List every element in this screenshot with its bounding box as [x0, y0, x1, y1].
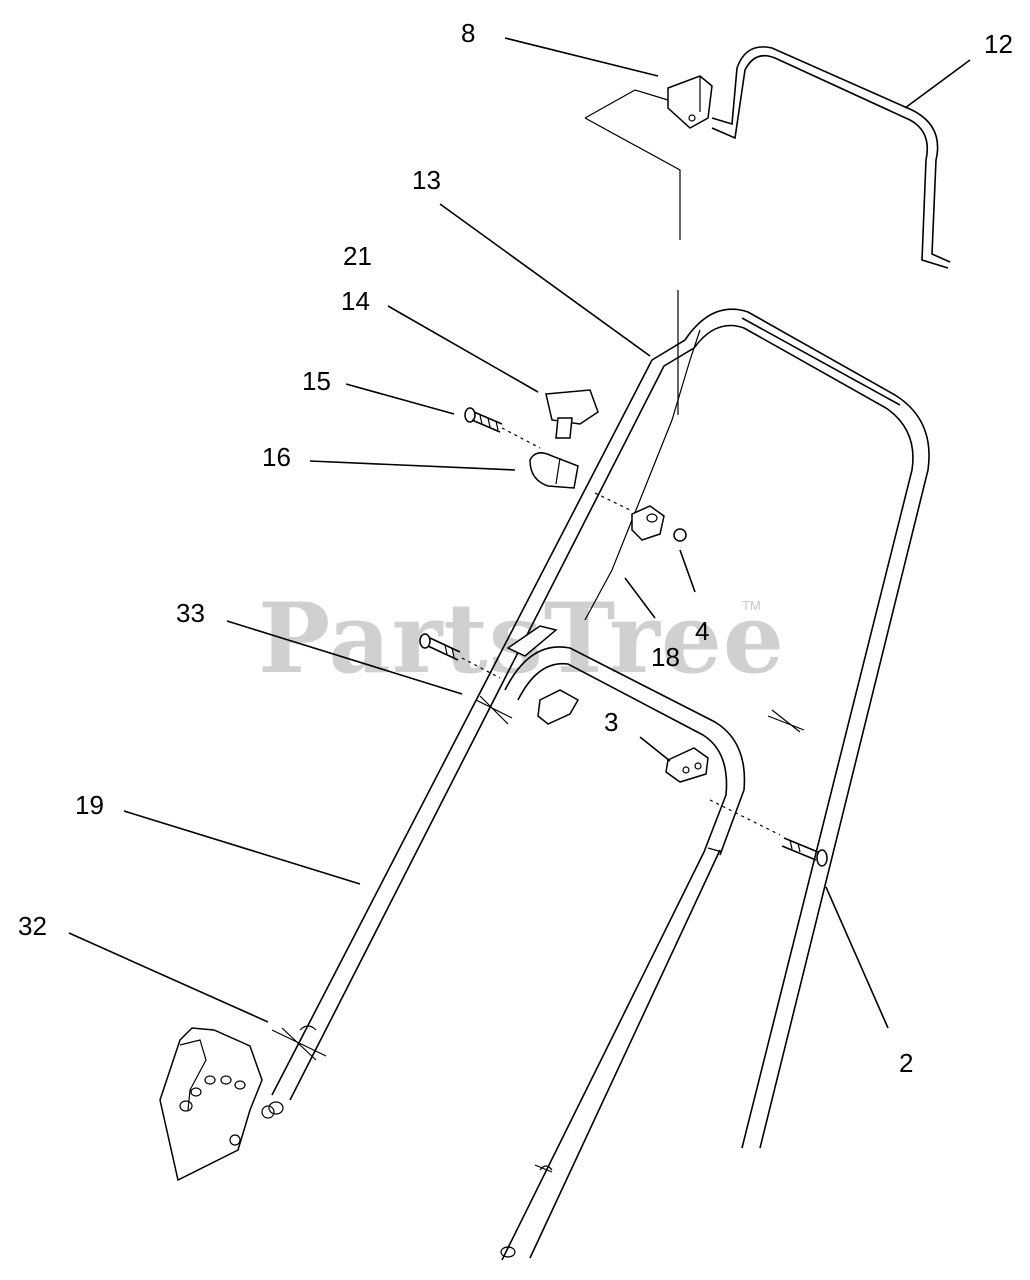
callout-3: 3: [604, 707, 619, 737]
callout-19: 19: [75, 790, 104, 820]
callout-12: 12: [984, 29, 1013, 59]
part-16-cable-guide: [529, 452, 579, 489]
part-3-clip: [665, 709, 805, 783]
bracket-8: [584, 75, 713, 415]
callout-14: 14: [341, 286, 370, 316]
callout-16: 16: [262, 442, 291, 472]
callout-8: 8: [461, 18, 476, 48]
upper-handle: [651, 308, 930, 1149]
callout-32: 32: [18, 911, 47, 941]
callout-13: 13: [412, 165, 441, 195]
control-bar: [711, 46, 951, 269]
part-15-bolt: [464, 407, 541, 449]
part-4-nut: [594, 492, 687, 542]
part-2-bolt: [709, 799, 828, 867]
part-32-height-bracket: [159, 1027, 327, 1182]
leader-lines: [68, 37, 971, 1029]
callout-33: 33: [176, 598, 205, 628]
callout-2: 2: [899, 1048, 914, 1078]
part-33-bolt-knob: [419, 625, 580, 725]
callout-15: 15: [302, 366, 331, 396]
control-cable: [584, 329, 701, 621]
callout-4: 4: [695, 616, 710, 646]
callout-21: 21: [343, 241, 372, 271]
callout-18: 18: [651, 642, 680, 672]
lower-handle: [268, 359, 746, 1261]
trademark-mark: TM: [742, 598, 761, 613]
part-14-cable-clip: [545, 389, 599, 439]
